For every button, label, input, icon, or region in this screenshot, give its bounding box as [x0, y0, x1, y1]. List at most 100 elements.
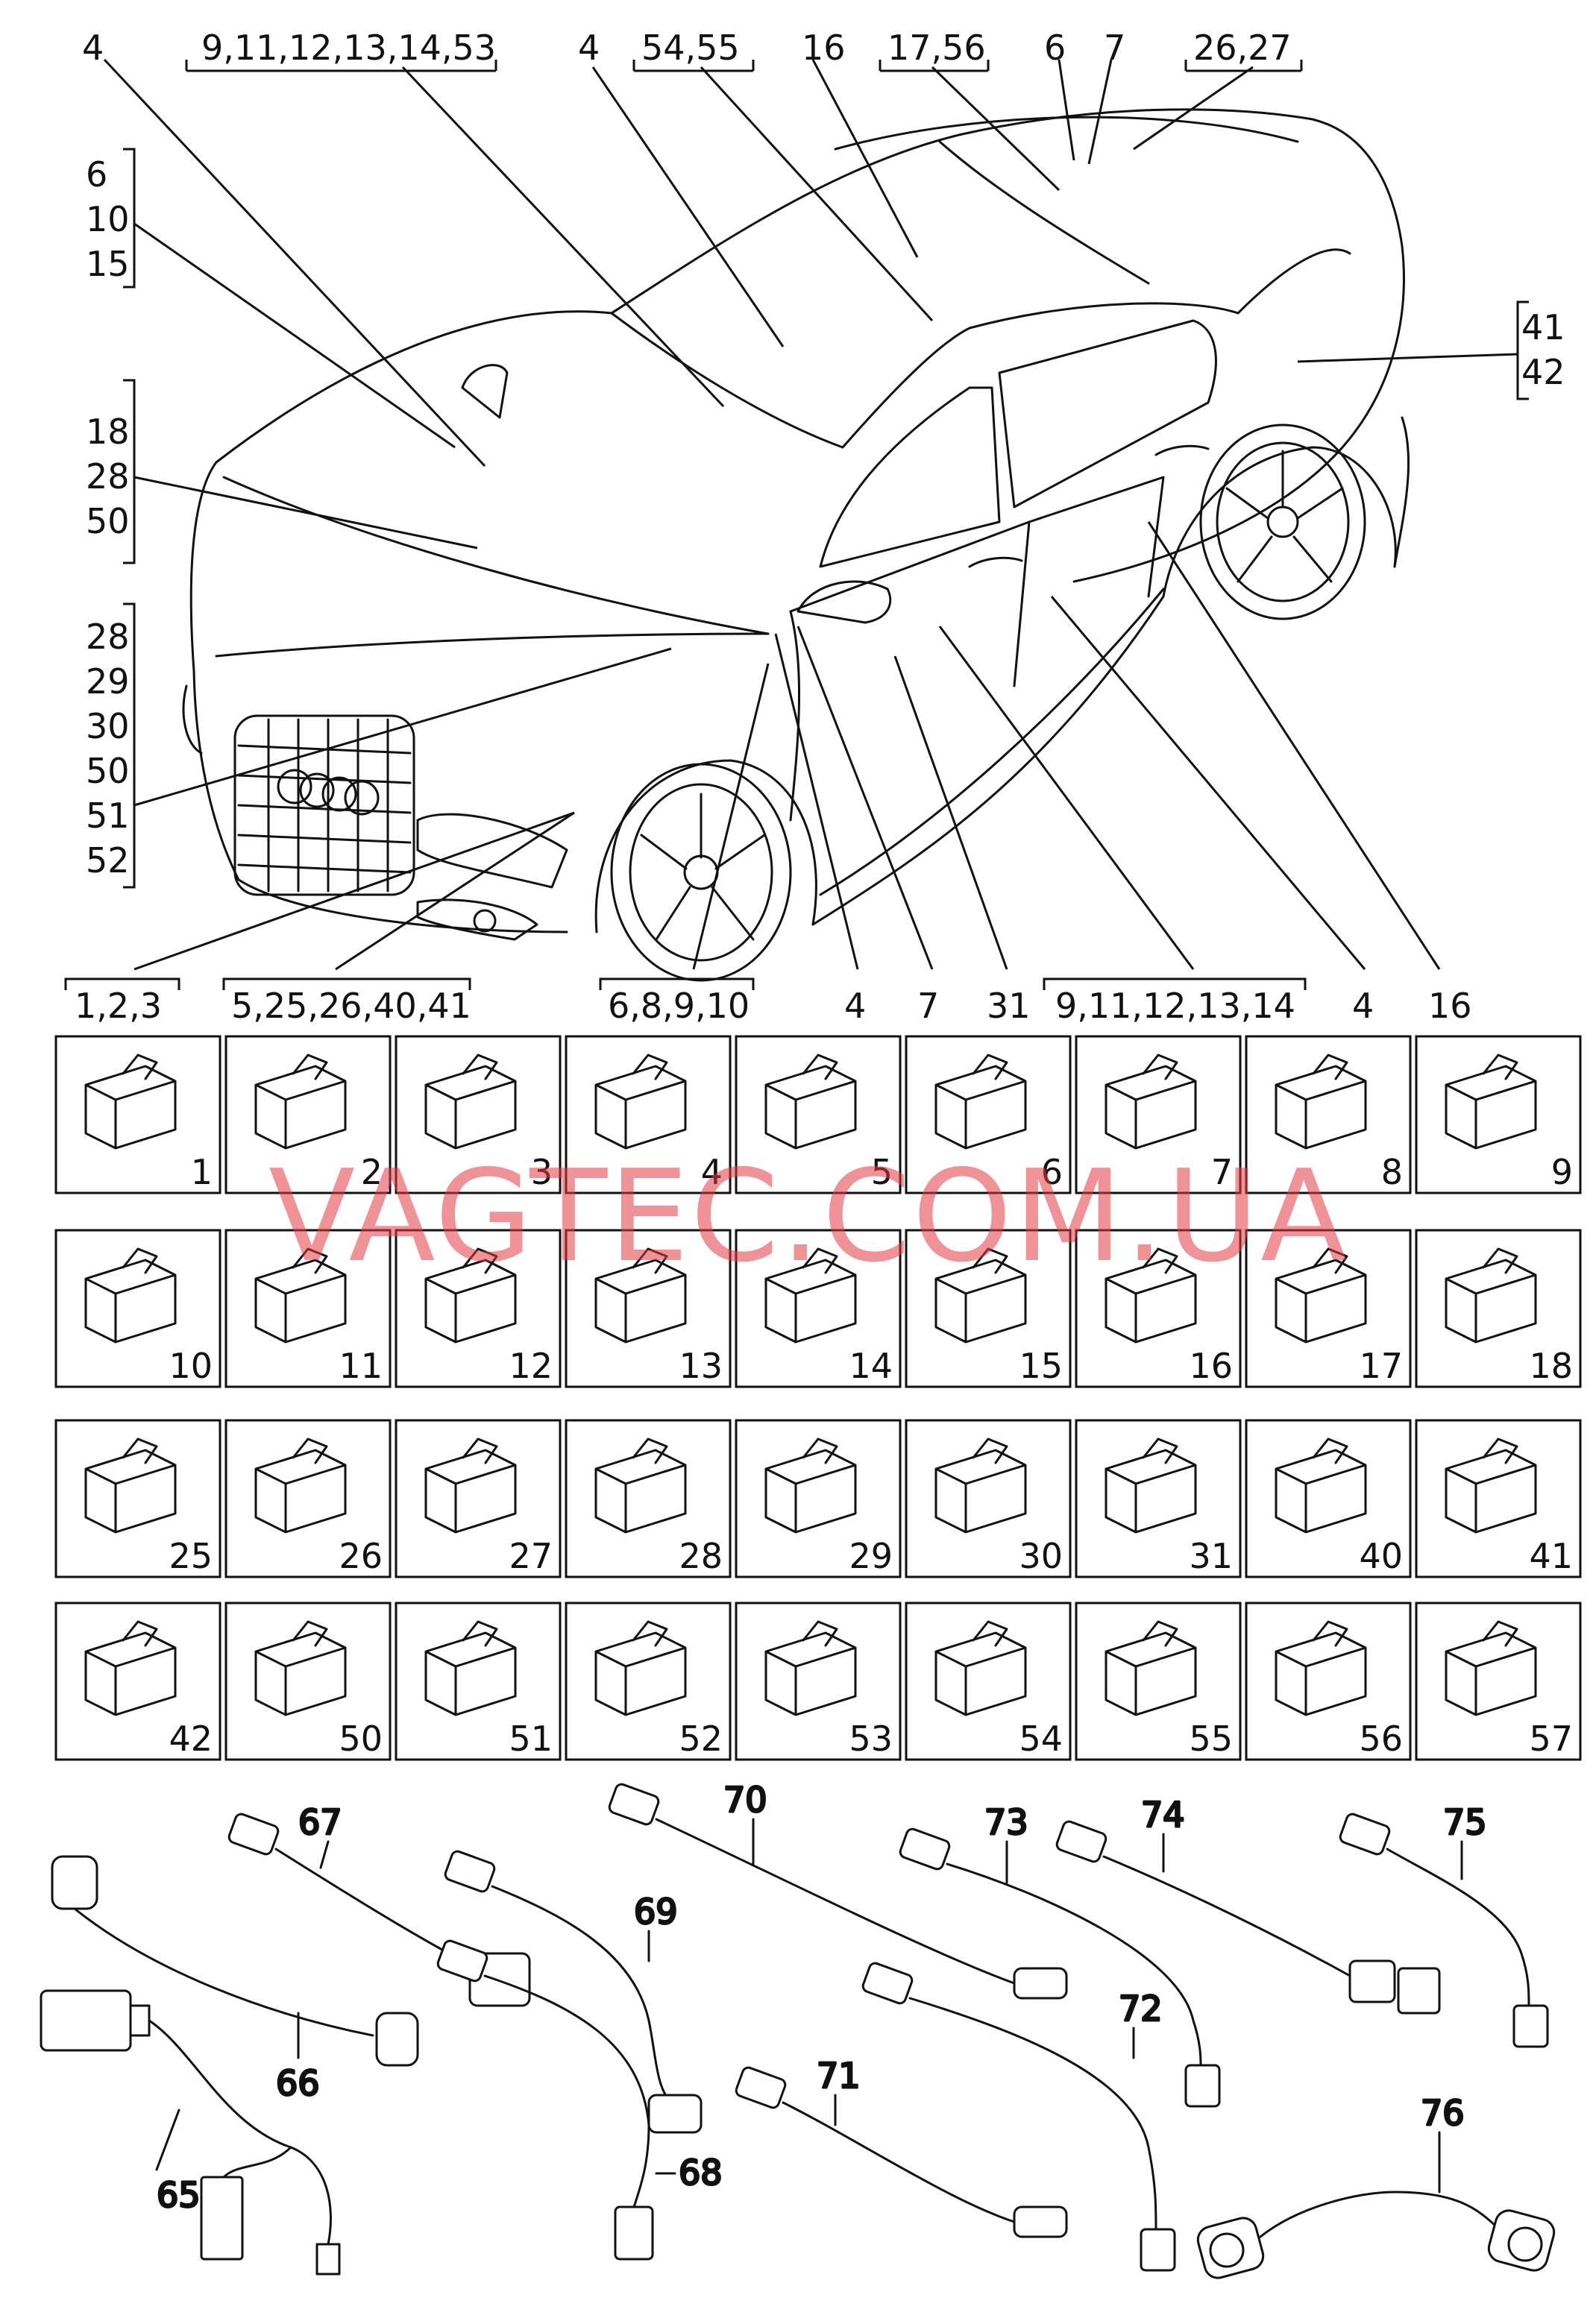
- part-number: 26: [339, 1536, 383, 1576]
- left-label: 28: [86, 456, 130, 497]
- part-number: 42: [169, 1719, 213, 1759]
- connector-sketch: [1105, 1631, 1197, 1716]
- cable-label: 66: [276, 2063, 320, 2103]
- part-cell: 51: [395, 1602, 562, 1761]
- part-cell: 1: [54, 1035, 221, 1194]
- connector-sketch: [424, 1449, 517, 1534]
- part-cell: 18: [1415, 1229, 1582, 1388]
- part-cell: 5: [735, 1035, 902, 1194]
- part-cell: 30: [905, 1419, 1072, 1578]
- bottom-label: 4: [1352, 986, 1374, 1026]
- left-label: 6: [86, 154, 107, 195]
- left-label: 10: [86, 199, 130, 239]
- top-label: 4: [82, 28, 104, 68]
- cable-label: 75: [1443, 1802, 1487, 1842]
- connector-sketch: [1105, 1259, 1197, 1344]
- bottom-label: 9,11,12,13,14: [1055, 986, 1295, 1026]
- connector-latch: [1142, 1247, 1178, 1274]
- connector-latch: [292, 1620, 328, 1647]
- part-number: 27: [509, 1536, 553, 1576]
- top-label: 16: [802, 28, 846, 68]
- part-number: 25: [169, 1536, 213, 1576]
- part-number: 57: [1529, 1719, 1573, 1759]
- part-number: 4: [701, 1152, 723, 1192]
- connector-latch: [122, 1054, 158, 1080]
- part-number: 31: [1189, 1536, 1233, 1576]
- part-cell: 10: [54, 1229, 221, 1388]
- part-number: 53: [849, 1719, 893, 1759]
- connector-latch: [1312, 1247, 1348, 1274]
- part-number: 14: [849, 1346, 893, 1386]
- part-number: 7: [1211, 1152, 1233, 1192]
- left-label: 50: [86, 501, 130, 541]
- part-number: 8: [1381, 1152, 1403, 1192]
- connector-sketch: [1275, 1631, 1367, 1716]
- part-number: 41: [1529, 1536, 1573, 1576]
- cable-label: 68: [679, 2153, 723, 2193]
- part-cell: 54: [905, 1602, 1072, 1761]
- connector-latch: [972, 1620, 1008, 1647]
- connector-sketch: [1445, 1065, 1537, 1150]
- part-cell: 2: [224, 1035, 392, 1194]
- top-label: 17,56: [887, 28, 986, 68]
- connector-sketch: [934, 1065, 1027, 1150]
- part-number: 17: [1359, 1346, 1403, 1386]
- part-cell: 13: [565, 1229, 732, 1388]
- left-label: 15: [86, 244, 130, 284]
- cable-label: 71: [817, 2056, 861, 2096]
- connector-sketch: [254, 1259, 347, 1344]
- connector-latch: [1482, 1437, 1518, 1464]
- cable-70: 70: [608, 1779, 1068, 2000]
- left-label: 28: [86, 617, 130, 657]
- right-labels: 41 42: [1516, 300, 1565, 400]
- connector-latch: [462, 1247, 498, 1274]
- part-cell: 40: [1245, 1419, 1412, 1578]
- cable-label: 72: [1119, 1988, 1163, 2029]
- connector-latch: [802, 1054, 838, 1080]
- connector-sketch: [934, 1259, 1027, 1344]
- part-cell: 25: [54, 1419, 221, 1578]
- top-label: 54,55: [641, 28, 740, 68]
- part-number: 3: [531, 1152, 553, 1192]
- cable-label: 76: [1421, 2093, 1465, 2133]
- bottom-label: 16: [1428, 986, 1472, 1026]
- part-cell: 15: [905, 1229, 1072, 1388]
- connector-latch: [972, 1437, 1008, 1464]
- bottom-label: 7: [917, 986, 939, 1026]
- part-cell: 12: [395, 1229, 562, 1388]
- part-number: 50: [339, 1719, 383, 1759]
- connector-latch: [1312, 1437, 1348, 1464]
- part-cell: 9: [1415, 1035, 1582, 1194]
- connector-sketch: [764, 1065, 857, 1150]
- left-label: 29: [86, 661, 130, 702]
- connector-sketch: [1445, 1259, 1537, 1344]
- connector-latch: [1482, 1620, 1518, 1647]
- cable-66: 66: [51, 1855, 419, 2105]
- connector-sketch: [934, 1631, 1027, 1716]
- connector-latch: [632, 1054, 668, 1080]
- part-cell: 17: [1245, 1229, 1412, 1388]
- part-number: 12: [509, 1346, 553, 1386]
- connector-latch: [1482, 1247, 1518, 1274]
- connector-sketch: [84, 1065, 177, 1150]
- right-label: 42: [1521, 352, 1565, 392]
- connector-sketch: [1275, 1065, 1367, 1150]
- part-number: 5: [871, 1152, 893, 1192]
- cable-75: 75: [1339, 1801, 1549, 2048]
- connector-latch: [1142, 1054, 1178, 1080]
- left-labels: 6 10 15 18 28 50 28 29 30 50 51 52: [86, 148, 136, 889]
- cable-label: 74: [1141, 1795, 1185, 1835]
- connector-sketch: [594, 1065, 687, 1150]
- connector-latch: [632, 1247, 668, 1274]
- part-number: 1: [191, 1152, 213, 1192]
- left-label: 30: [86, 706, 130, 746]
- connector-sketch: [1105, 1449, 1197, 1534]
- part-cell: 55: [1075, 1602, 1242, 1761]
- left-label: 51: [86, 796, 130, 836]
- connector-sketch: [594, 1449, 687, 1534]
- connector-latch: [802, 1620, 838, 1647]
- part-number: 10: [169, 1346, 213, 1386]
- part-cell: 16: [1075, 1229, 1242, 1388]
- part-cell: 29: [735, 1419, 902, 1578]
